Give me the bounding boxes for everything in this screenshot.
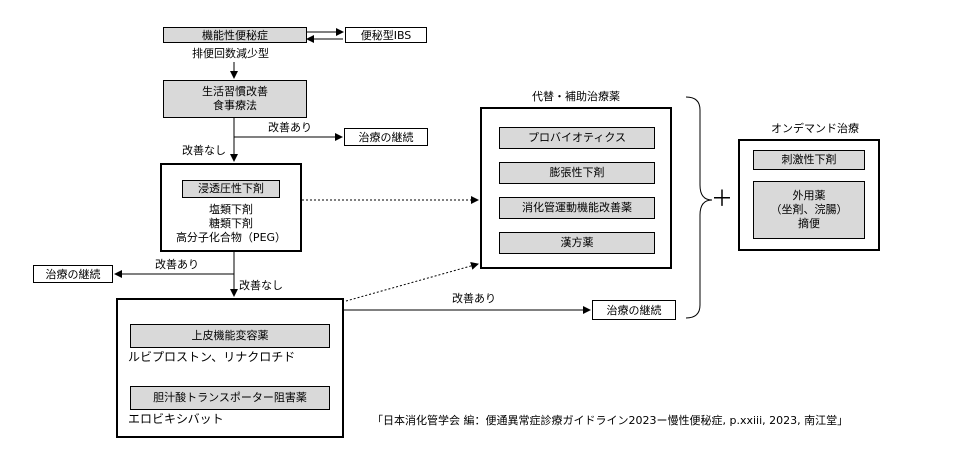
continue-label-3: 治療の継続 — [606, 304, 662, 317]
osmotic-item-3: 高分子化合物（PEG） — [175, 231, 287, 244]
ondemand-item-topical-line1: 外用薬 — [792, 189, 826, 203]
epithelial-header: 上皮機能変容薬 — [130, 324, 330, 348]
alt-item-bulk-laxative-label: 膨張性下剤 — [549, 166, 605, 180]
plus-sign: ＋ — [711, 187, 734, 212]
ondemand-item-topical-line2: （坐剤、浣腸） — [770, 203, 848, 217]
osmotic-item-1: 塩類下剤 — [209, 203, 253, 216]
ibs-label: 便秘型IBS — [360, 29, 412, 42]
not-improved-label-1: 改善なし — [182, 144, 226, 157]
functional-constipation-box: 機能性便秘症 — [163, 27, 307, 43]
continue-box-2: 治療の継続 — [33, 265, 113, 283]
citation: 「日本消化管学会 編：便通異常症診療ガイドライン2023ー慢性便秘症, p.xx… — [372, 414, 849, 427]
alt-item-prokinetic-label: 消化管運動機能改善薬 — [522, 201, 632, 215]
lifestyle-box: 生活習慣改善 食事療法 — [163, 80, 307, 118]
alternative-box: プロバイオティクス 膨張性下剤 消化管運動機能改善薬 漢方薬 — [480, 107, 672, 269]
lifestyle-line2: 食事療法 — [213, 99, 257, 112]
curly-brace — [685, 96, 713, 319]
osmotic-items: 塩類下剤 糖類下剤 高分子化合物（PEG） — [162, 203, 300, 245]
ondemand-item-topical-line3: 摘便 — [798, 216, 820, 230]
improved-label-1: 改善あり — [268, 121, 312, 134]
functional-constipation-label: 機能性便秘症 — [202, 29, 268, 42]
continue-label-1: 治療の継続 — [358, 131, 414, 144]
ondemand-box: 刺激性下剤 外用薬 （坐剤、浣腸） 摘便 — [738, 139, 880, 251]
ibs-box: 便秘型IBS — [345, 27, 427, 43]
alt-item-prokinetic: 消化管運動機能改善薬 — [499, 197, 655, 219]
improved-label-3: 改善あり — [452, 292, 496, 305]
dashed-arrow-epithelial-alt — [345, 262, 479, 302]
epithelial-drugs: ルビプロストン、リナクロチド — [128, 350, 296, 364]
ondemand-title: オンデマンド治療 — [771, 122, 859, 135]
subtype-label: 排便回数減少型 — [192, 47, 269, 60]
ondemand-item-stimulant-label: 刺激性下剤 — [781, 153, 837, 167]
bile-acid-header: 胆汁酸トランスポーター阻害薬 — [130, 386, 330, 410]
alternative-title: 代替・補助治療薬 — [532, 90, 620, 103]
epithelial-header-label: 上皮機能変容薬 — [191, 329, 269, 343]
alt-item-kampo: 漢方薬 — [499, 232, 655, 254]
not-improved-label-2: 改善なし — [239, 279, 283, 292]
alt-item-bulk-laxative: 膨張性下剤 — [499, 162, 655, 184]
lifestyle-line1: 生活習慣改善 — [202, 85, 268, 99]
continue-box-3: 治療の継続 — [592, 300, 676, 320]
ondemand-item-stimulant: 刺激性下剤 — [753, 150, 865, 170]
bile-acid-header-label: 胆汁酸トランスポーター阻害薬 — [153, 391, 307, 405]
continue-label-2: 治療の継続 — [45, 268, 101, 281]
continue-box-1: 治療の継続 — [344, 128, 428, 146]
osmotic-header-label: 浸透圧性下剤 — [198, 182, 264, 196]
epithelial-box: 上皮機能変容薬 ルビプロストン、リナクロチド 胆汁酸トランスポーター阻害薬 エロ… — [116, 298, 344, 438]
alt-item-kampo-label: 漢方薬 — [560, 236, 594, 250]
osmotic-box: 浸透圧性下剤 塩類下剤 糖類下剤 高分子化合物（PEG） — [160, 163, 302, 252]
bile-acid-drugs: エロビキシバット — [128, 412, 224, 426]
alt-item-probiotics-label: プロバイオティクス — [527, 131, 626, 145]
ondemand-item-topical: 外用薬 （坐剤、浣腸） 摘便 — [753, 181, 865, 239]
osmotic-header: 浸透圧性下剤 — [182, 180, 280, 198]
alt-item-probiotics: プロバイオティクス — [499, 127, 655, 149]
improved-label-2: 改善あり — [155, 258, 199, 271]
osmotic-item-2: 糖類下剤 — [209, 217, 253, 230]
